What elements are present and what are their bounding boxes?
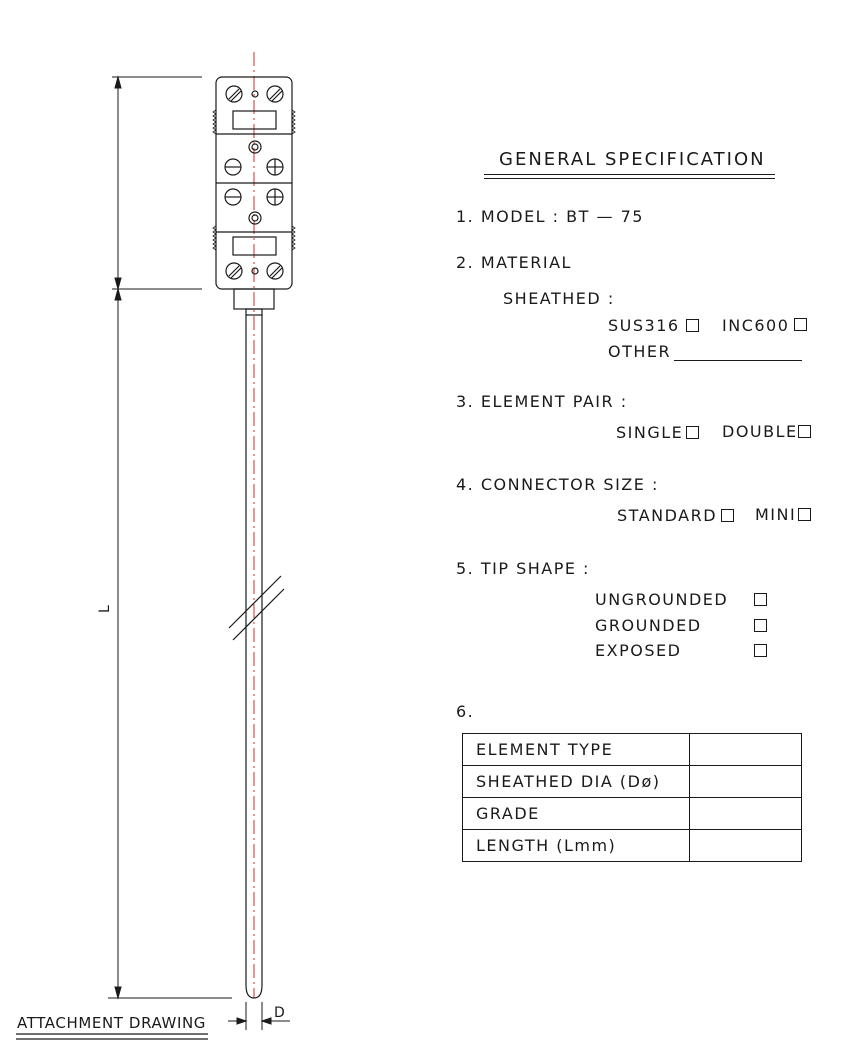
option-mini: MINI	[755, 505, 797, 524]
probe-sheath	[245, 315, 263, 999]
terminal-screw-icon	[224, 140, 284, 176]
spec-table: ELEMENT TYPE SHEATHED DIA (Dø) GRADE LEN…	[462, 733, 802, 862]
table-cell-label: ELEMENT TYPE	[462, 733, 690, 766]
spec-title: GENERAL SPECIFICATION	[499, 149, 766, 170]
option-standard: STANDARD	[617, 506, 718, 525]
option-inc600: INC600	[722, 316, 790, 335]
checkbox-exposed[interactable]	[754, 644, 767, 657]
option-exposed: EXPOSED	[595, 641, 682, 660]
break-mark	[228, 575, 285, 641]
attachment-drawing-label: ATTACHMENT DRAWING	[17, 1014, 207, 1032]
dimension-diameter	[228, 1002, 290, 1030]
checkbox-standard[interactable]	[721, 509, 734, 522]
sheathed-label: SHEATHED :	[503, 289, 615, 308]
option-double: DOUBLE	[722, 422, 798, 441]
table-cell-value[interactable]	[689, 765, 802, 798]
checkbox-inc600[interactable]	[794, 318, 807, 331]
spec-title-underline-2	[484, 178, 775, 179]
table-row: GRADE	[462, 797, 802, 830]
checkbox-double[interactable]	[798, 425, 811, 438]
option-other: OTHER	[608, 342, 672, 361]
model-line: 1. MODEL : BT — 75	[456, 207, 644, 226]
checkbox-ungrounded[interactable]	[754, 593, 767, 606]
table-cell-label: LENGTH (Lmm)	[462, 829, 690, 862]
table-cell-label: SHEATHED DIA (Dø)	[462, 765, 690, 798]
element-pair-heading: 3. ELEMENT PAIR :	[456, 392, 628, 411]
option-single: SINGLE	[616, 423, 684, 442]
spec-title-underline	[484, 174, 775, 175]
material-heading: 2. MATERIAL	[456, 253, 572, 272]
diameter-label: D	[274, 1005, 287, 1021]
table-cell-value[interactable]	[689, 829, 802, 862]
tip-shape-heading: 5. TIP SHAPE :	[456, 559, 590, 578]
table-cell-value[interactable]	[689, 797, 802, 830]
dimension-length	[108, 75, 232, 1000]
option-grounded: GROUNDED	[595, 616, 702, 635]
other-blank-field[interactable]	[674, 360, 802, 361]
terminal-screw-icon	[224, 188, 284, 225]
connector-size-heading: 4. CONNECTOR SIZE :	[456, 475, 659, 494]
label-window-bottom	[232, 236, 277, 256]
checkbox-single[interactable]	[686, 426, 699, 439]
label-window-top	[232, 110, 277, 130]
connector-ridges	[212, 109, 296, 251]
table-row: LENGTH (Lmm)	[462, 829, 802, 862]
table-row: ELEMENT TYPE	[462, 733, 802, 766]
screw-icon	[225, 262, 284, 280]
length-label: L	[97, 603, 113, 613]
option-sus316: SUS316	[608, 316, 680, 335]
table-row: SHEATHED DIA (Dø)	[462, 765, 802, 798]
checkbox-mini[interactable]	[798, 508, 811, 521]
option-ungrounded: UNGROUNDED	[595, 590, 729, 609]
checkbox-grounded[interactable]	[754, 619, 767, 632]
checkbox-sus316[interactable]	[686, 319, 699, 332]
table-cell-label: GRADE	[462, 797, 690, 830]
table-heading: 6.	[456, 702, 475, 721]
table-cell-value[interactable]	[689, 733, 802, 766]
screw-icon	[225, 85, 284, 103]
